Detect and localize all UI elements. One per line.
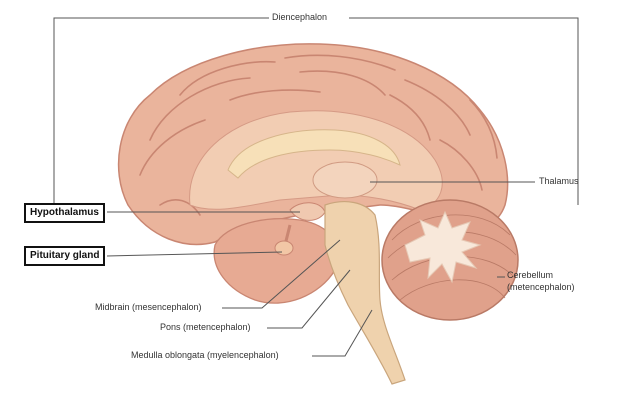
- label-thalamus: Thalamus: [539, 176, 579, 186]
- label-midbrain: Midbrain (mesencephalon): [95, 302, 202, 312]
- label-pons: Pons (metencephalon): [160, 322, 251, 332]
- label-medulla: Medulla oblongata (myelencephalon): [131, 350, 279, 360]
- label-cerebellum-sub: (metencephalon): [507, 282, 575, 292]
- arbor-vitae: [404, 210, 482, 284]
- label-cerebellum: Cerebellum: [507, 270, 554, 280]
- leader-lines: [53, 17, 579, 357]
- medial-surface: [189, 110, 443, 211]
- temporal-lobe: [213, 218, 339, 304]
- pituitary: [274, 240, 294, 256]
- corpus-callosum: [227, 129, 401, 179]
- gyri: [139, 54, 498, 216]
- label-pituitary-gland: Pituitary gland: [24, 246, 106, 266]
- label-diencephalon: Diencephalon: [272, 12, 328, 22]
- thalamus: [312, 161, 378, 199]
- pituitary-stalk: [284, 224, 292, 242]
- label-hypothalamus: Hypothalamus: [24, 203, 105, 223]
- brainstem: [324, 201, 406, 385]
